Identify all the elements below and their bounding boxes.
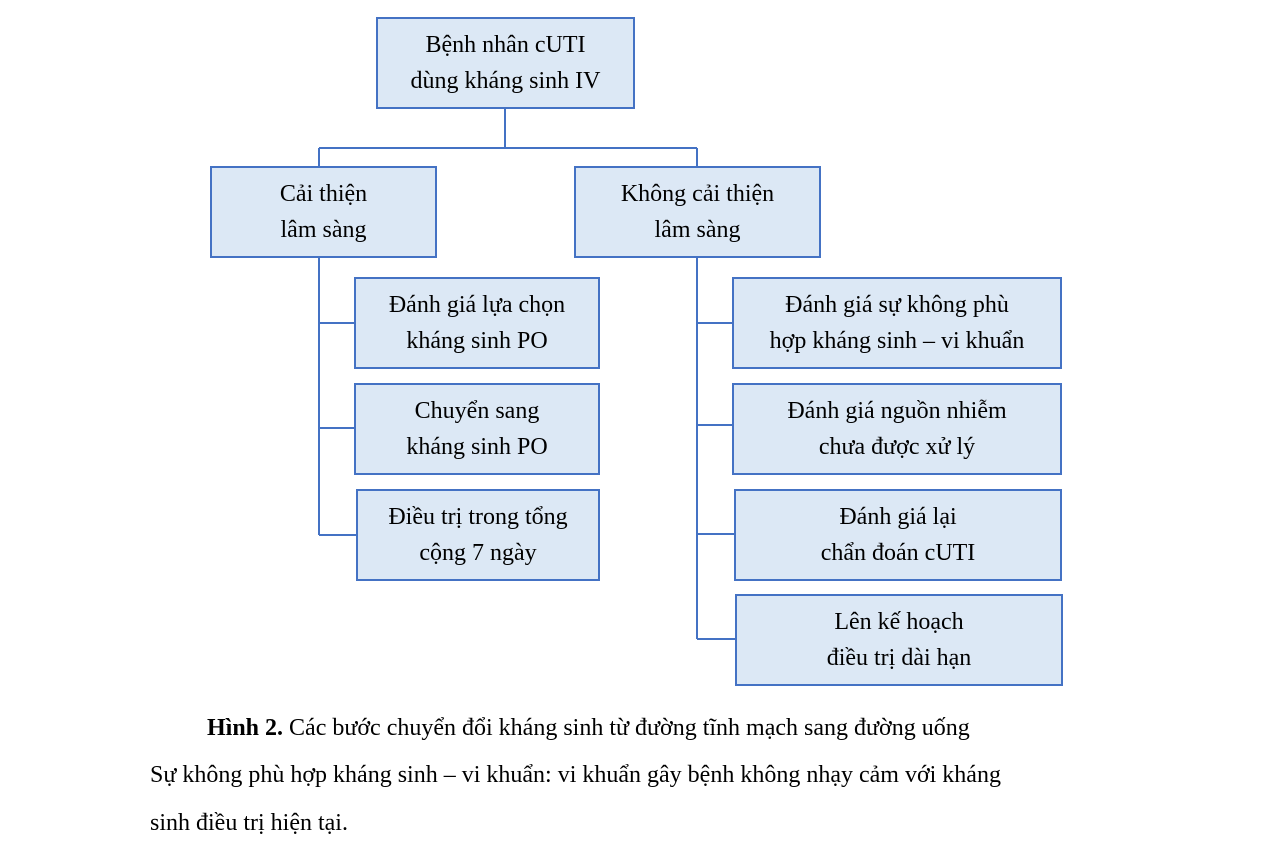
branch-not-improved-line-2: lâm sàng — [654, 217, 741, 243]
root-node-line-2: dùng kháng sinh IV — [410, 68, 601, 94]
left-step-3-node: Điều trị trong tổng cộng 7 ngày — [356, 489, 600, 581]
branch-not-improved-node: Không cải thiện lâm sàng — [574, 166, 821, 258]
right-step-2-line-2: chưa được xử lý — [818, 434, 976, 460]
right-step-1-node: Đánh giá sự không phù hợp kháng sinh – v… — [732, 277, 1062, 369]
figure-caption: Hình 2. Các bước chuyển đổi kháng sinh t… — [207, 710, 970, 746]
root-node: Bệnh nhân cUTI dùng kháng sinh IV — [376, 17, 635, 109]
left-step-1-node: Đánh giá lựa chọn kháng sinh PO — [354, 277, 600, 369]
branch-improved-line-1: Cải thiện — [279, 181, 368, 207]
root-node-line-1: Bệnh nhân cUTI — [425, 32, 586, 58]
right-step-2-node: Đánh giá nguồn nhiễm chưa được xử lý — [732, 383, 1062, 475]
figure-caption-label: Hình 2. — [207, 715, 284, 741]
right-step-4-line-1: Lên kế hoạch — [834, 609, 964, 635]
left-step-2-node: Chuyển sang kháng sinh PO — [354, 383, 600, 475]
branch-improved-line-2: lâm sàng — [280, 217, 367, 243]
branch-not-improved-line-1: Không cải thiện — [620, 181, 775, 207]
left-step-2-line-1: Chuyển sang — [414, 398, 540, 424]
right-step-2-line-1: Đánh giá nguồn nhiễm — [787, 398, 1007, 424]
left-step-2-line-2: kháng sinh PO — [406, 434, 548, 460]
right-step-1-line-1: Đánh giá sự không phù — [785, 292, 1009, 318]
footnote-line-1: Sự không phù hợp kháng sinh – vi khuẩn: … — [150, 762, 1001, 788]
left-step-1-line-1: Đánh giá lựa chọn — [388, 292, 566, 318]
figure-caption-text: Các bước chuyển đổi kháng sinh từ đường … — [283, 715, 970, 741]
right-step-3-node: Đánh giá lại chẩn đoán cUTI — [734, 489, 1062, 581]
left-step-3-line-1: Điều trị trong tổng — [388, 504, 568, 530]
right-step-3-line-2: chẩn đoán cUTI — [820, 540, 976, 566]
right-step-4-node: Lên kế hoạch điều trị dài hạn — [735, 594, 1063, 686]
left-step-1-line-2: kháng sinh PO — [406, 328, 548, 354]
right-step-4-line-2: điều trị dài hạn — [826, 645, 972, 671]
left-step-3-line-2: cộng 7 ngày — [419, 540, 537, 566]
branch-improved-node: Cải thiện lâm sàng — [210, 166, 437, 258]
right-step-1-line-2: hợp kháng sinh – vi khuẩn — [769, 328, 1025, 354]
right-step-3-line-1: Đánh giá lại — [839, 504, 957, 530]
footnote-line-2: sinh điều trị hiện tại. — [150, 810, 348, 836]
